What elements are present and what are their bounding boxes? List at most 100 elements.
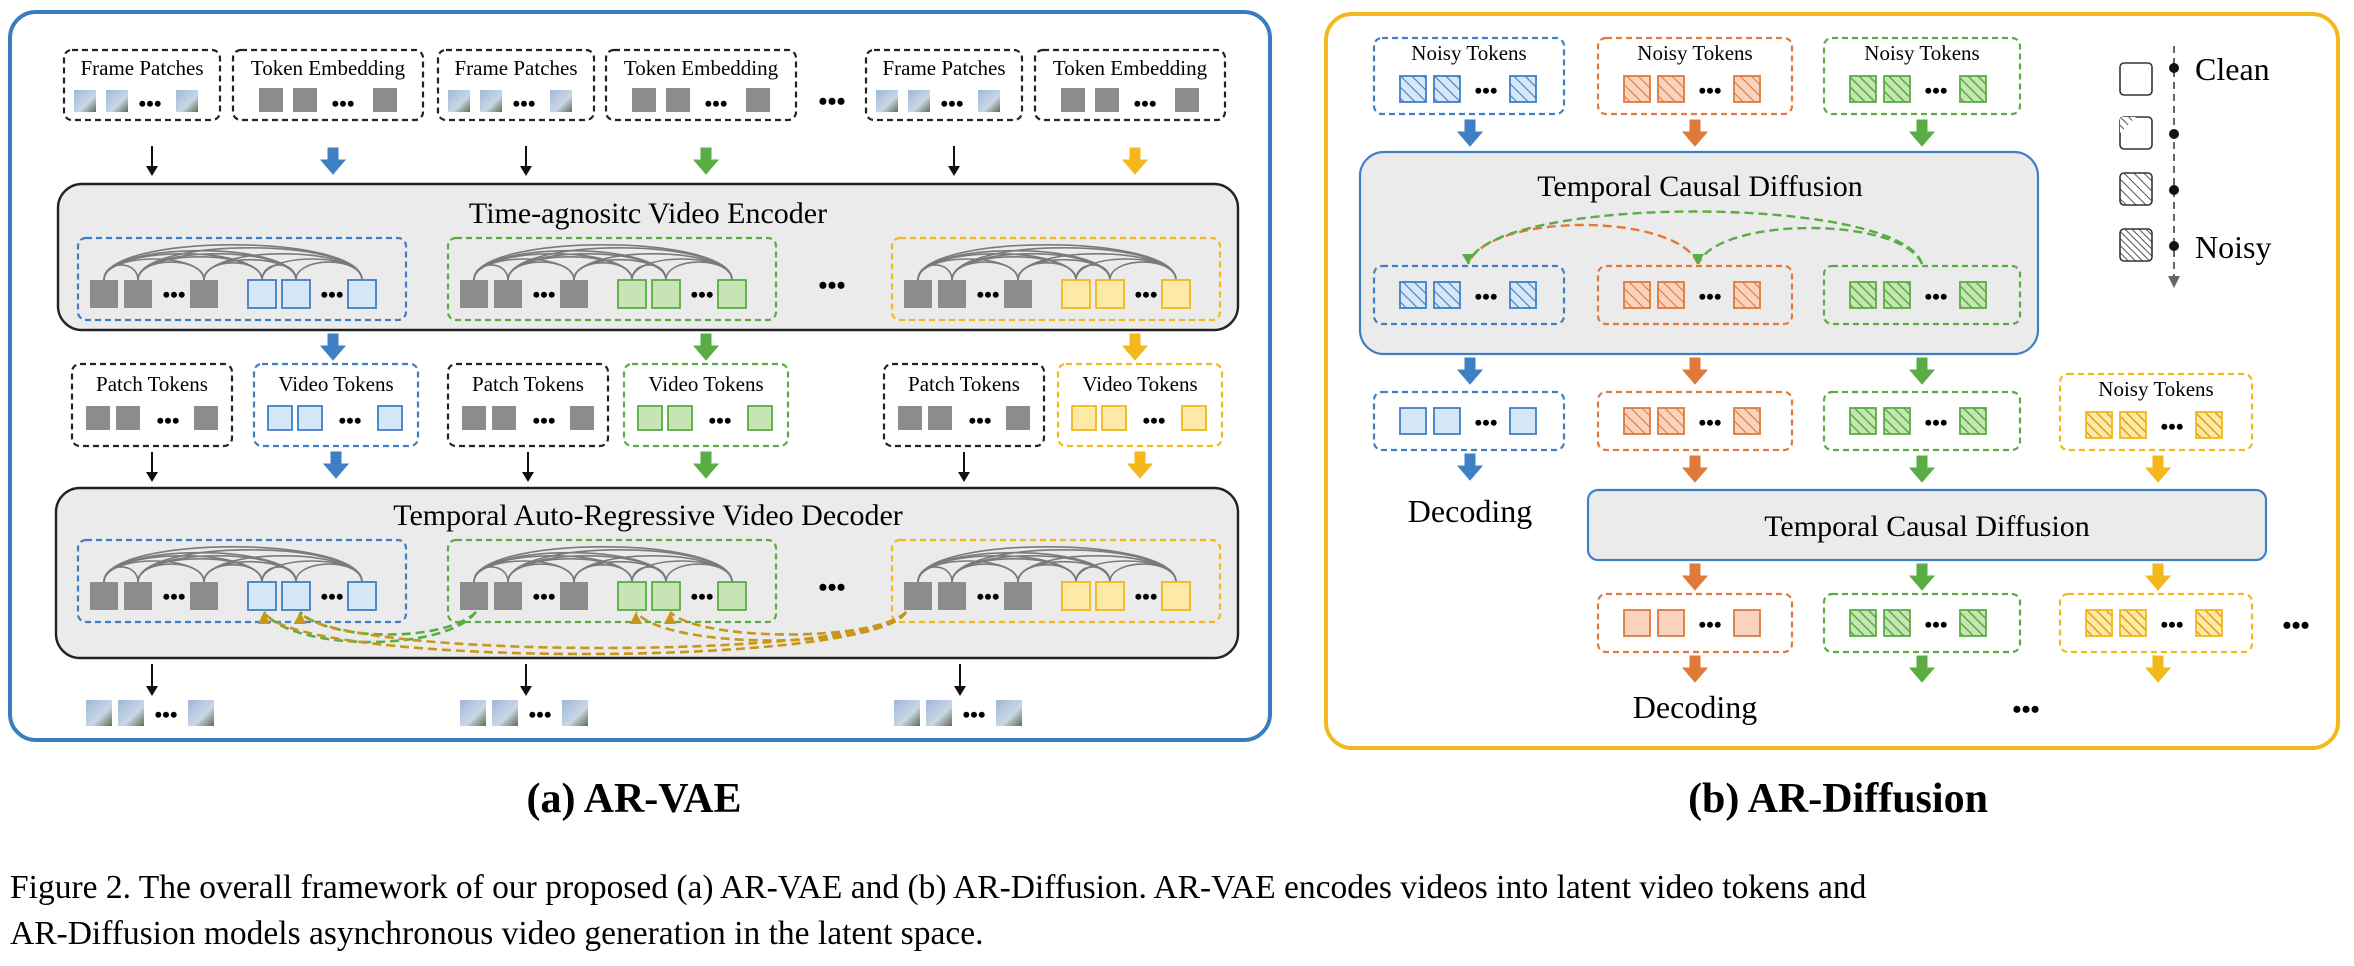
- token: [1959, 75, 1987, 103]
- patch-token: [1004, 582, 1032, 610]
- patch-token: [90, 582, 118, 610]
- causal-arc-green-head: [1462, 254, 1474, 264]
- video-token: [281, 279, 311, 309]
- patch-token: [570, 406, 594, 430]
- arrow-patch-to-decoder-head: [958, 472, 970, 482]
- patch-token: [190, 582, 218, 610]
- ellipsis: •••: [940, 91, 963, 116]
- legend-swatch: [2119, 62, 2153, 96]
- token-embedding-label: Token Embedding: [624, 56, 779, 80]
- video-token: [717, 581, 747, 611]
- token: [1399, 407, 1427, 435]
- token: [1849, 281, 1877, 309]
- token: [2085, 411, 2113, 439]
- patch-tokens-box: [446, 362, 610, 448]
- ellipsis: •••: [976, 282, 999, 307]
- token: [1883, 281, 1911, 309]
- frame-patches-box: [436, 48, 596, 122]
- ellipsis: •••: [1142, 408, 1165, 433]
- token: [1733, 609, 1761, 637]
- arrow-decoder-out-head: [954, 686, 966, 696]
- token: [1733, 407, 1761, 435]
- ellipsis: •••: [704, 91, 727, 116]
- ellipsis: •••: [690, 584, 713, 609]
- ellipsis: •••: [338, 408, 361, 433]
- attention-arc: [1109, 261, 1177, 281]
- token: [2195, 609, 2223, 637]
- arrow-video-to-decoder: [1126, 451, 1154, 479]
- tokens-yellow-row3: [2058, 592, 2254, 654]
- token: [2119, 411, 2147, 439]
- arrow-mod2-yellow: [2144, 563, 2172, 591]
- video-token: [637, 405, 663, 431]
- arrow-embed-to-encoder: [692, 147, 720, 175]
- frame-thumb: [106, 90, 128, 112]
- arrow-row3-green: [1908, 655, 1936, 683]
- output-frame: [460, 700, 486, 726]
- patch-tokens-box: [882, 362, 1046, 448]
- video-token: [1161, 581, 1191, 611]
- video-token: [377, 405, 403, 431]
- causal-arrow-yellow-head: [258, 612, 270, 624]
- video-tokens-box: [622, 362, 790, 448]
- patch-tokens-label: Patch Tokens: [96, 372, 208, 396]
- frame-thumb: [448, 90, 470, 112]
- arrow-row3-yellow: [2144, 655, 2172, 683]
- patch-token: [1006, 406, 1030, 430]
- video-token: [297, 405, 323, 431]
- attention-arc: [665, 261, 733, 281]
- arrow-to-decoding-blue: [1456, 453, 1484, 481]
- token: [1959, 281, 1987, 309]
- decoder-label: Temporal Auto-Regressive Video Decoder: [393, 499, 903, 532]
- noisy-tokens-label: Noisy Tokens: [2098, 377, 2213, 401]
- tokens-orange-row2: [1596, 390, 1794, 452]
- video-token: [347, 581, 377, 611]
- token-group: [76, 538, 408, 624]
- diffusion-module-2: [1586, 488, 2268, 562]
- legend-axis-head: [2168, 276, 2180, 288]
- token-embedding-box: [231, 48, 425, 122]
- arrow-mod1-blue: [1456, 357, 1484, 385]
- video-token: [1161, 279, 1191, 309]
- causal-arrow-yellow-head: [294, 612, 306, 624]
- embed-token: [666, 88, 690, 112]
- patch-token: [898, 406, 922, 430]
- token: [1883, 75, 1911, 103]
- token-embedding-label: Token Embedding: [251, 56, 406, 80]
- frame-patches-label: Frame Patches: [882, 56, 1005, 80]
- token: [1883, 609, 1911, 637]
- embed-token: [259, 88, 283, 112]
- frame-patches-box: [864, 48, 1024, 122]
- attention-arc: [1109, 563, 1177, 583]
- ellipsis: •••: [1474, 284, 1497, 309]
- tokens-orange-mid: [1596, 264, 1794, 326]
- arrow-patch-to-decoder-head: [146, 472, 158, 482]
- video-token: [617, 279, 647, 309]
- arrow-embed-to-encoder: [1121, 147, 1149, 175]
- token: [1433, 75, 1461, 103]
- ellipsis: •••: [512, 91, 535, 116]
- patch-token: [124, 582, 152, 610]
- token-group: [890, 236, 1222, 322]
- ellipsis-encoder: •••: [818, 271, 845, 300]
- video-token: [267, 405, 293, 431]
- legend-dot: [2169, 241, 2179, 251]
- legend-noisy-label: Noisy: [2195, 229, 2271, 265]
- video-token: [247, 581, 277, 611]
- frame-thumb: [480, 90, 502, 112]
- video-token: [247, 279, 277, 309]
- noisy-tokens-label: Noisy Tokens: [1411, 41, 1526, 65]
- token-group: [890, 538, 1222, 624]
- arrow-row2-yellow: [2144, 455, 2172, 483]
- legend-dot: [2169, 185, 2179, 195]
- ellipsis: •••: [154, 702, 177, 727]
- patch-token: [904, 582, 932, 610]
- output-frame: [926, 700, 952, 726]
- patch-token: [560, 280, 588, 308]
- patch-token: [560, 582, 588, 610]
- token: [1399, 75, 1427, 103]
- causal-arrow-yellow: [634, 611, 908, 642]
- patch-token: [494, 280, 522, 308]
- frame-patches-label: Frame Patches: [454, 56, 577, 80]
